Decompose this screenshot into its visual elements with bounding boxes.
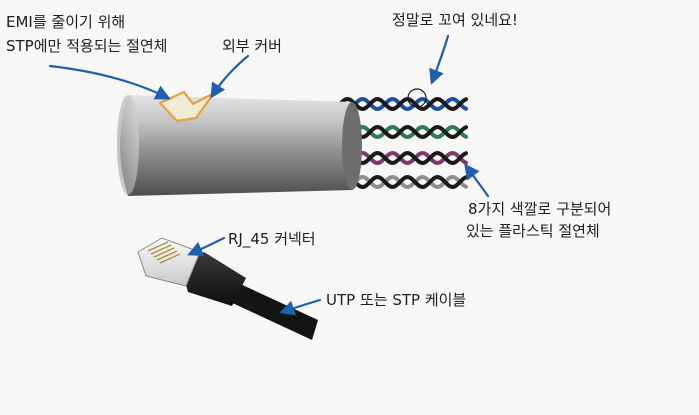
rj45-connector-icon: [137, 237, 318, 340]
wire-strand: [338, 174, 468, 190]
arrow-icon: [187, 236, 226, 257]
twist-highlight-circle: [407, 88, 427, 108]
cable-label: UTP 또는 STP 케이블: [326, 291, 467, 309]
plastic-insulator-label-line1: 8가지 색깔로 구분되어: [468, 200, 612, 218]
outer-cover-label: 외부 커버: [222, 37, 282, 55]
arrow-icon: [429, 34, 450, 85]
plastic-insulator-label-line2: 있는 플라스틱 절연체: [466, 222, 600, 240]
arrow-icon: [279, 298, 322, 316]
wire-strand: [338, 96, 468, 112]
emi-shield-label-line1: EMI를 줄이기 위해: [6, 13, 126, 31]
twisted-label: 정말로 꼬여 있네요!: [392, 11, 518, 29]
rj45-label: RJ_45 커넥터: [228, 230, 316, 248]
callout-arrows: [48, 34, 490, 316]
arrow-icon: [464, 163, 490, 198]
arrow-icon: [48, 64, 171, 100]
emi-shield-label-line2: STP에만 적용되는 절연체: [6, 37, 168, 55]
outer-cover-cylinder: [117, 95, 362, 196]
arrow-icon: [210, 54, 250, 99]
